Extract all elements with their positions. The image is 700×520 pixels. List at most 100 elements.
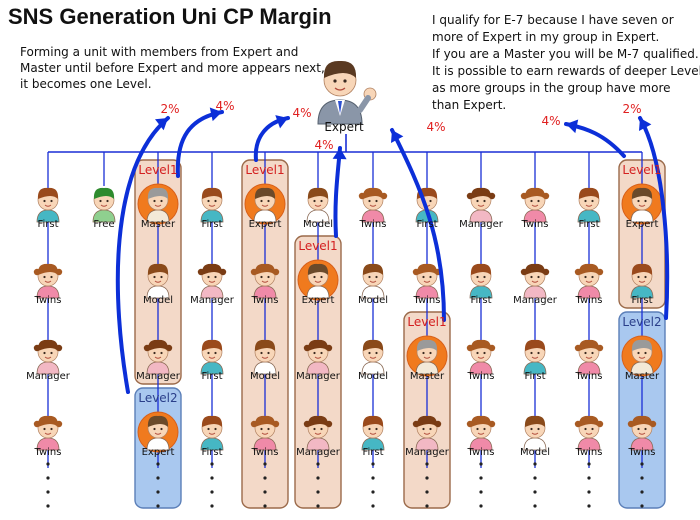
mouth <box>585 280 593 283</box>
continuation-dot <box>479 476 483 480</box>
hair-bun <box>574 344 582 352</box>
person-icon <box>137 183 179 225</box>
eye <box>644 427 647 431</box>
hair-bun <box>520 268 528 276</box>
member-label: Manager <box>405 447 450 458</box>
hair-bun <box>520 192 528 200</box>
description-right: I qualify for E-7 because I have seven o… <box>432 12 700 114</box>
continuation-dot <box>640 476 644 480</box>
mouth <box>100 204 108 207</box>
member-label: Twins <box>413 295 441 306</box>
mouth <box>369 204 377 207</box>
eye <box>584 351 587 355</box>
hair-bun <box>434 420 442 428</box>
arrow-head <box>390 130 404 143</box>
continuation-dot <box>156 504 160 508</box>
eye <box>375 199 378 203</box>
mouth <box>154 432 162 435</box>
continuation-dot <box>263 490 267 494</box>
person-icon <box>33 263 63 299</box>
eye <box>43 275 46 279</box>
hair-shape <box>631 263 653 275</box>
mouth <box>44 280 52 283</box>
hair-bun <box>488 344 496 352</box>
mouth <box>638 432 646 435</box>
member-label: Master <box>141 219 176 230</box>
eye <box>50 427 53 431</box>
eye <box>153 275 156 279</box>
mouth <box>334 87 346 91</box>
hair-shape <box>470 415 492 427</box>
member-label: Twins <box>34 295 62 306</box>
continuation-dot <box>156 462 160 466</box>
hair-shape <box>362 339 384 351</box>
eye <box>267 427 270 431</box>
member-label: Twins <box>575 371 603 382</box>
person-icon <box>303 415 333 451</box>
mouth <box>261 432 269 435</box>
continuation-dot <box>46 476 50 480</box>
continuation-dot <box>479 462 483 466</box>
hair-shape <box>578 187 600 199</box>
mouth <box>423 432 431 435</box>
mouth <box>477 356 485 359</box>
eye <box>591 351 594 355</box>
person-icon <box>92 187 116 223</box>
hair-bun <box>197 268 205 276</box>
hair-bun <box>325 420 333 428</box>
eye <box>214 427 217 431</box>
mouth <box>208 356 216 359</box>
hair-bun <box>412 268 420 276</box>
hair-bun <box>466 344 474 352</box>
hair-shape <box>147 263 169 275</box>
eye <box>584 427 587 431</box>
continuation-dot <box>263 476 267 480</box>
member-label: Model <box>358 295 388 306</box>
person-icon <box>523 415 547 451</box>
mouth <box>477 280 485 283</box>
mouth <box>314 356 322 359</box>
eye <box>153 351 156 355</box>
eye <box>43 351 46 355</box>
person-icon <box>200 415 224 451</box>
description-right-line: as more groups in the group have more <box>432 81 671 95</box>
arm-shape <box>357 95 371 113</box>
hair-bun <box>649 420 657 428</box>
hair-shape <box>307 187 329 199</box>
mouth <box>531 280 539 283</box>
mouth <box>314 204 322 207</box>
person-icon <box>137 411 179 453</box>
hair-shape <box>578 415 600 427</box>
hair-shape <box>631 187 653 199</box>
hair-bun <box>488 192 496 200</box>
continuation-dot <box>533 462 537 466</box>
person-icon <box>200 187 224 223</box>
mouth <box>314 280 322 283</box>
mouth <box>531 432 539 435</box>
eye <box>207 351 210 355</box>
hair-shape <box>631 339 653 351</box>
continuation-dot <box>210 476 214 480</box>
eye <box>530 351 533 355</box>
continuation-dot <box>371 490 375 494</box>
hair-shape <box>307 415 329 427</box>
hair-shape <box>631 415 653 427</box>
description-right-line: If you are a Master you will be M-7 qual… <box>432 47 699 61</box>
eye <box>537 199 540 203</box>
continuation-dot <box>533 490 537 494</box>
eye <box>207 427 210 431</box>
eye <box>483 275 486 279</box>
continuation-dot <box>263 504 267 508</box>
description-right-line: I qualify for E-7 because I have seven o… <box>432 13 674 27</box>
member-label: First <box>631 295 652 306</box>
continuation-dot <box>533 476 537 480</box>
person-icon <box>520 187 550 223</box>
eye <box>476 275 479 279</box>
hair-shape <box>362 415 384 427</box>
member-label: Twins <box>34 447 62 458</box>
eye <box>99 199 102 203</box>
hair-shape <box>254 187 276 199</box>
hair-bun <box>412 420 420 428</box>
person-icon <box>250 263 280 299</box>
